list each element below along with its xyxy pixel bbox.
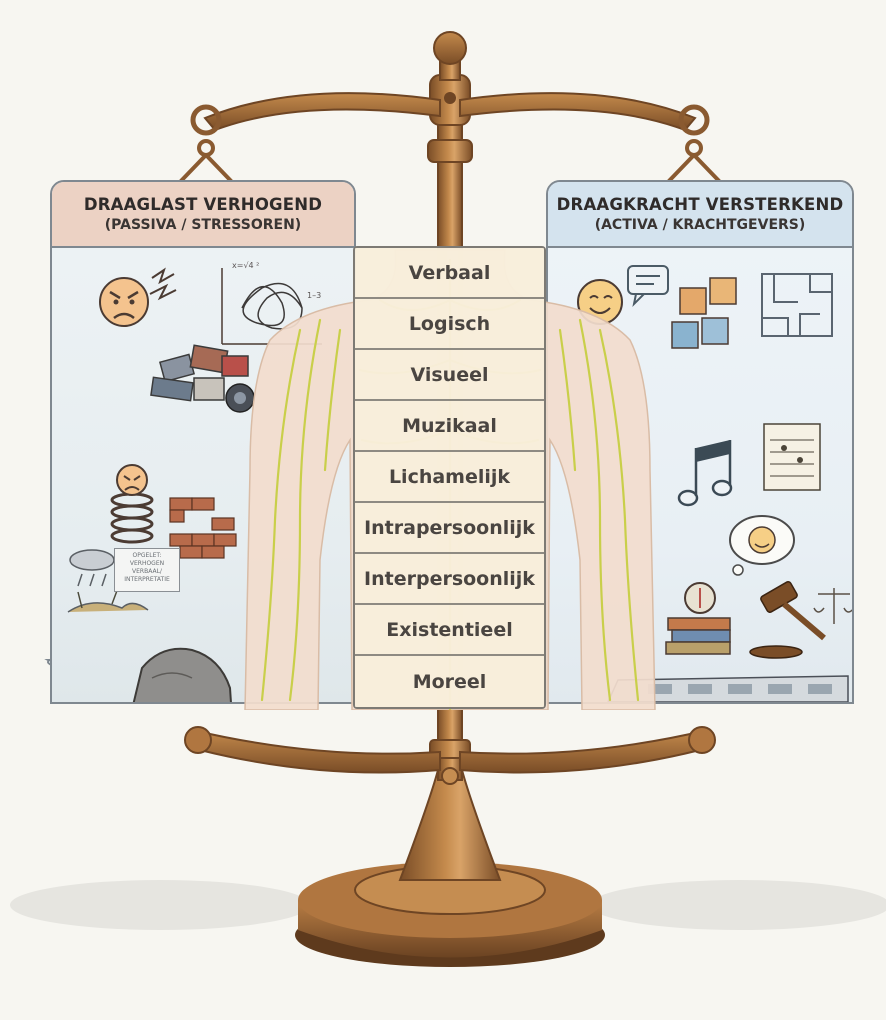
- right-panel: DRAAGKRACHT VERSTERKEND (ACTIVA / KRACHT…: [546, 180, 854, 704]
- intelligences-list: Verbaal Logisch Visueel Muzikaal Lichame…: [353, 246, 546, 709]
- broken-wall-icon: [169, 497, 237, 559]
- list-item: Logisch: [355, 299, 544, 350]
- left-panel: DRAAGLAST VERHOGEND (PASSIVA / STRESSORE…: [50, 180, 356, 704]
- note-line: INTERPRETATIE: [124, 576, 170, 583]
- justice-scale-icon: [813, 588, 852, 624]
- chat-bubble-icon: [627, 265, 669, 308]
- left-panel-icons: x=√4 ² 1–3: [67, 261, 322, 702]
- list-item: Verbaal: [355, 248, 544, 299]
- right-panel-icons: [577, 265, 852, 702]
- left-panel-subtitle: (PASSIVA / STRESSOREN): [104, 217, 302, 233]
- music-notes-icon: [677, 440, 733, 507]
- note-line: VERHOGEN: [129, 560, 165, 567]
- list-item: Muzikaal: [355, 401, 544, 452]
- right-panel-header: DRAAGKRACHT VERSTERKEND (ACTIVA / KRACHT…: [548, 182, 852, 248]
- lightning-icon: [149, 267, 177, 301]
- note-line: OPGELET:: [132, 552, 162, 559]
- left-panel-header: DRAAGLAST VERHOGEND (PASSIVA / STRESSORE…: [52, 182, 354, 248]
- boulder-icon: [132, 647, 232, 702]
- svg-text:1–3: 1–3: [307, 291, 321, 300]
- note-line: VERBAAL/: [132, 568, 162, 575]
- scale-base: [295, 769, 605, 967]
- angry-face-icon: [99, 277, 149, 327]
- maze-icon: [761, 273, 833, 337]
- warning-note-card: OPGELET: VERHOGEN VERBAAL/ INTERPRETATIE: [114, 548, 180, 592]
- list-item: Moreel: [355, 656, 544, 707]
- right-panel-title: DRAAGKRACHT VERSTERKEND: [556, 195, 844, 214]
- scale-lower-beam: [184, 726, 716, 774]
- sheet-music-icon: [763, 423, 821, 491]
- list-item: Interpersoonlijk: [355, 554, 544, 605]
- rain-cloud-icon: [67, 549, 149, 613]
- debris-pile-icon: [150, 344, 255, 413]
- list-item: Lichamelijk: [355, 452, 544, 503]
- list-item: Visueel: [355, 350, 544, 401]
- scale-top-beam: [178, 92, 722, 184]
- gavel-icon: [749, 581, 826, 659]
- left-panel-title: DRAAGLAST VERHOGEND: [83, 195, 323, 214]
- train-icon: [607, 675, 849, 702]
- smiley-face-icon: [577, 279, 623, 325]
- thought-bubble-icon: [729, 515, 795, 576]
- list-item: Existentieel: [355, 605, 544, 656]
- svg-text:x=√4 ²: x=√4 ²: [232, 261, 259, 270]
- scribble-icon: x=√4 ² 1–3: [221, 261, 322, 345]
- right-panel-subtitle: (ACTIVA / KRACHTGEVERS): [594, 217, 806, 233]
- compass-icon: [684, 582, 716, 614]
- puzzle-icon: [671, 277, 737, 349]
- spring-face-icon: [110, 464, 154, 544]
- books-icon: [665, 617, 731, 655]
- list-item: Intrapersoonlijk: [355, 503, 544, 554]
